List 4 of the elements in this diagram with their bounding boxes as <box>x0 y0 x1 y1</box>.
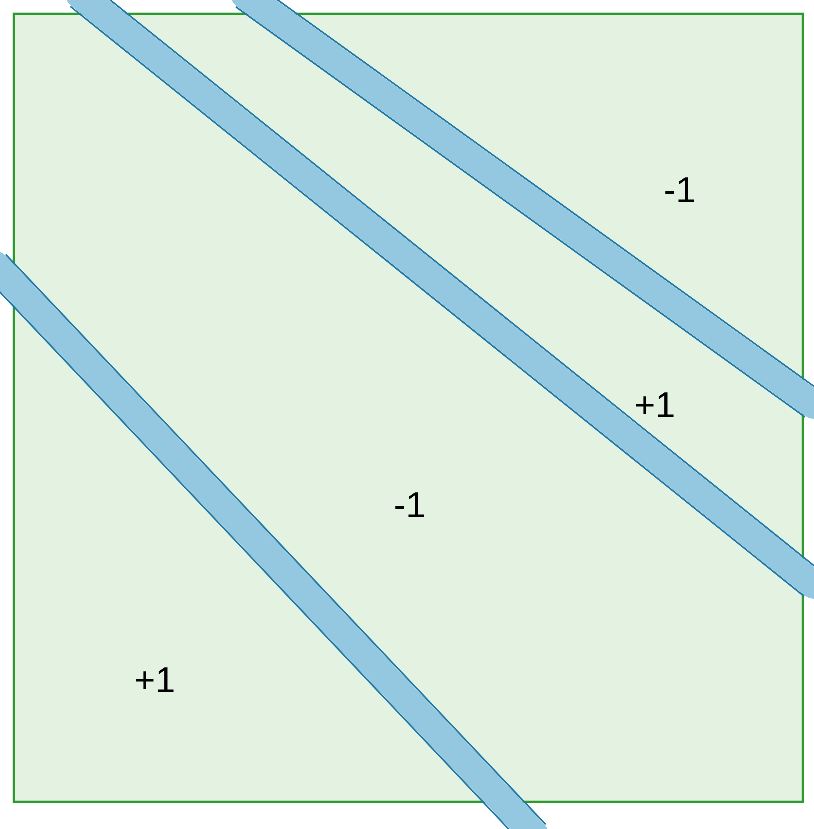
region-label: +1 <box>136 668 174 692</box>
region-label: -1 <box>666 178 694 202</box>
region-label: +1 <box>636 392 674 418</box>
region-label: -1 <box>396 492 424 518</box>
